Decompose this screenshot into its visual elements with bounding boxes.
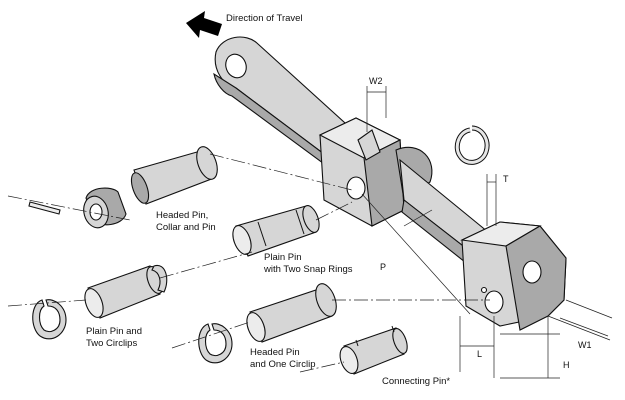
headed-circlip-label-1: Headed Pin xyxy=(250,347,300,358)
dim-w2: W2 xyxy=(369,76,383,86)
headed-collar-label-1: Headed Pin, xyxy=(156,210,208,221)
plain-pin-circlips-icon xyxy=(84,265,164,319)
circlip-icon xyxy=(198,323,233,364)
dim-t: T xyxy=(503,174,509,184)
dim-w1: W1 xyxy=(578,340,592,350)
plain-pin-snap-rings-icon xyxy=(232,205,320,257)
circlip-left-icon xyxy=(32,299,67,340)
direction-label: Direction of Travel xyxy=(226,13,303,24)
cotter-pin-icon xyxy=(28,201,61,215)
headed-collar-label-2: Collar and Pin xyxy=(156,222,216,233)
connecting-pin-label: Connecting Pin* xyxy=(382,376,450,387)
plain-circlips-label-1: Plain Pin and xyxy=(86,326,142,337)
direction-arrow xyxy=(186,11,222,38)
snap-ring-icon xyxy=(454,125,490,165)
circlip-right-icon xyxy=(151,264,168,293)
headed-circlip-label-2: and One Circlip xyxy=(250,359,315,370)
plain-circlips-label-2: Two Circlips xyxy=(86,338,137,349)
headed-pin-icon xyxy=(130,146,218,205)
chain-link xyxy=(213,36,567,331)
plain-snap-label-1: Plain Pin xyxy=(264,252,302,263)
headed-pin-circlip-icon xyxy=(246,283,337,343)
dim-h: H xyxy=(563,360,570,370)
center-lines xyxy=(7,153,490,373)
dim-p: P xyxy=(380,262,386,272)
plain-snap-label-2: with Two Snap Rings xyxy=(263,264,353,275)
connecting-pin-icon xyxy=(339,325,408,375)
dimension-lines xyxy=(361,86,613,379)
collar-icon xyxy=(83,187,127,229)
dim-l: L xyxy=(477,349,482,359)
